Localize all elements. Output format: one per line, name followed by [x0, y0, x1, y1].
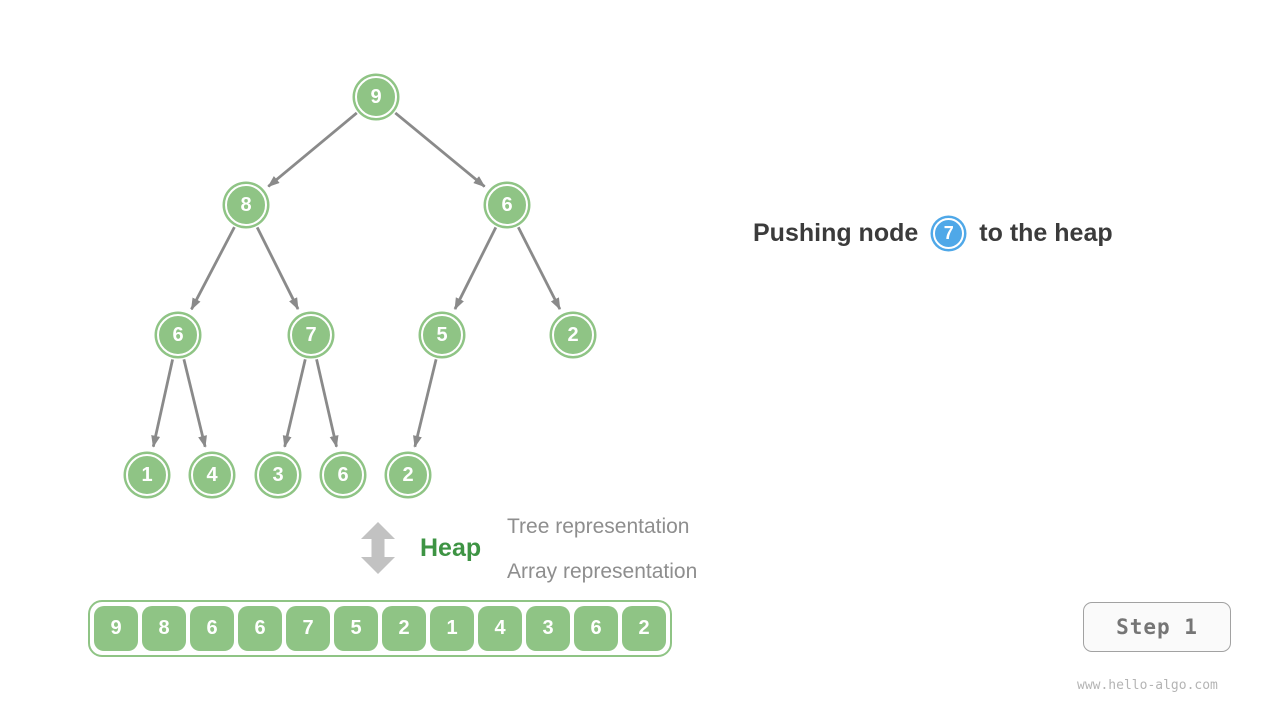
- array-representation-label: Array representation: [507, 560, 698, 583]
- array-cell: 6: [238, 606, 282, 651]
- array-cell: 7: [286, 606, 330, 651]
- tree-node: 6: [157, 314, 199, 356]
- tree-node: 5: [421, 314, 463, 356]
- pushed-node-badge: 7: [933, 217, 965, 249]
- tree-node: 4: [191, 454, 233, 496]
- array-cell: 4: [478, 606, 522, 651]
- heap-label: Heap: [420, 534, 482, 562]
- caption: Pushing node 7 to the heap: [753, 211, 1113, 255]
- tree-edge: [282, 359, 307, 448]
- tree-node: 8: [225, 184, 267, 226]
- tree-node: 2: [552, 314, 594, 356]
- tree-node: 3: [257, 454, 299, 496]
- array-cell: 9: [94, 606, 138, 651]
- up-down-arrow-icon: [361, 522, 395, 574]
- tree-edge: [267, 111, 358, 188]
- array-cell: 8: [142, 606, 186, 651]
- tree-node: 1: [126, 454, 168, 496]
- tree-edge: [413, 358, 438, 448]
- array-cell: 2: [382, 606, 426, 651]
- tree-edge: [182, 358, 207, 448]
- tree-node: 6: [322, 454, 364, 496]
- tree-edge: [190, 226, 236, 311]
- tree-edge: [315, 359, 339, 448]
- tree-edge: [151, 359, 174, 448]
- tree-node: 6: [486, 184, 528, 226]
- tree-node: 2: [387, 454, 429, 496]
- array-cell: 3: [526, 606, 570, 651]
- tree-representation-label: Tree representation: [507, 515, 690, 538]
- array-cell: 6: [190, 606, 234, 651]
- watermark: www.hello-algo.com: [1077, 678, 1218, 693]
- tree-edge: [255, 226, 300, 310]
- array-cell: 5: [334, 606, 378, 651]
- tree-node: 7: [290, 314, 332, 356]
- caption-suffix: to the heap: [979, 218, 1113, 247]
- tree-node: 9: [355, 76, 397, 118]
- array-cell: 6: [574, 606, 618, 651]
- array-cell: 1: [430, 606, 474, 651]
- step-badge: Step 1: [1083, 602, 1231, 652]
- caption-prefix: Pushing node: [753, 218, 919, 247]
- tree-edge: [453, 226, 498, 310]
- tree-edge: [517, 226, 562, 311]
- tree-edge: [394, 111, 486, 188]
- array-cell: 2: [622, 606, 666, 651]
